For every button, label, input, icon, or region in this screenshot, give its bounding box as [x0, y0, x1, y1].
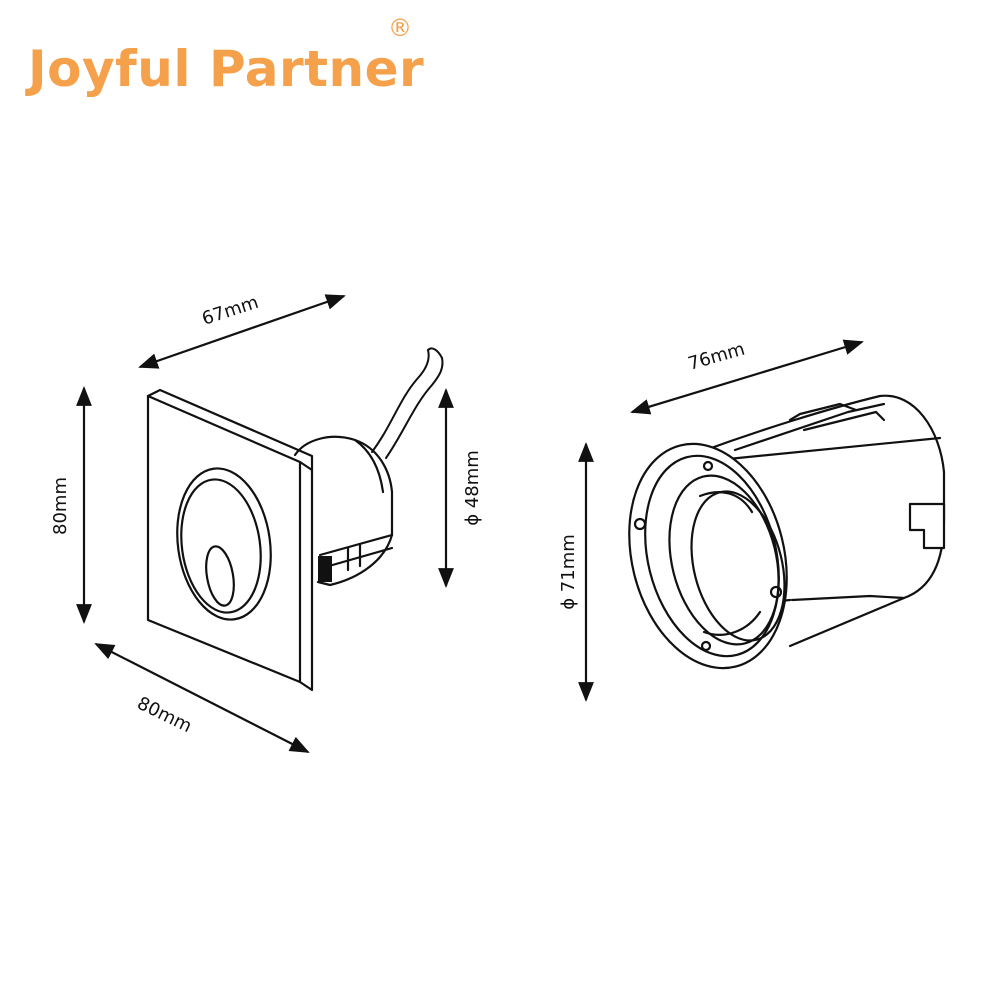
lamp-height-label: 80mm: [50, 477, 71, 535]
box-dimensions: [578, 339, 864, 702]
box-diameter-label: ϕ 71mm: [558, 534, 579, 610]
dim-line-lamp-width: [94, 643, 310, 753]
lamp-diameter-label: ϕ 48mm: [462, 450, 483, 526]
box-screw-hole-right: [769, 585, 783, 599]
lamp-plate-edge: [298, 460, 314, 692]
box-screw-hole-bottom: [700, 640, 712, 652]
lamp-depth-label: 67mm: [199, 292, 261, 330]
lamp-cable: [371, 349, 430, 453]
box-screw-hole-top: [702, 460, 714, 472]
step-lamp-drawing: [146, 347, 444, 692]
lamp-width-label: 80mm: [134, 693, 195, 737]
registered-mark: ®: [388, 14, 412, 42]
box-cylinder-top: [698, 394, 946, 474]
brand-logo: Joyful Partner: [28, 40, 424, 98]
box-length-label: 76mm: [686, 339, 748, 375]
dim-line-lamp-depth: [138, 294, 346, 369]
lamp-body: [293, 435, 394, 587]
lamp-trim-outer: [176, 467, 272, 621]
mounting-box-drawing: [628, 394, 946, 670]
lamp-trim-inner: [180, 478, 262, 614]
box-cylinder-side: [788, 470, 946, 648]
box-flange-inner: [644, 454, 780, 658]
dim-line-box-length: [630, 339, 864, 415]
lamp-lens: [205, 545, 235, 607]
lamp-plate: [146, 394, 302, 684]
brand-name: Joyful Partner: [28, 40, 425, 98]
box-side-notch: [908, 502, 946, 550]
box-flange-outer: [628, 442, 788, 670]
lamp-dimensions: [76, 294, 454, 753]
box-screw-hole-left: [633, 517, 647, 531]
box-bore: [668, 474, 780, 646]
